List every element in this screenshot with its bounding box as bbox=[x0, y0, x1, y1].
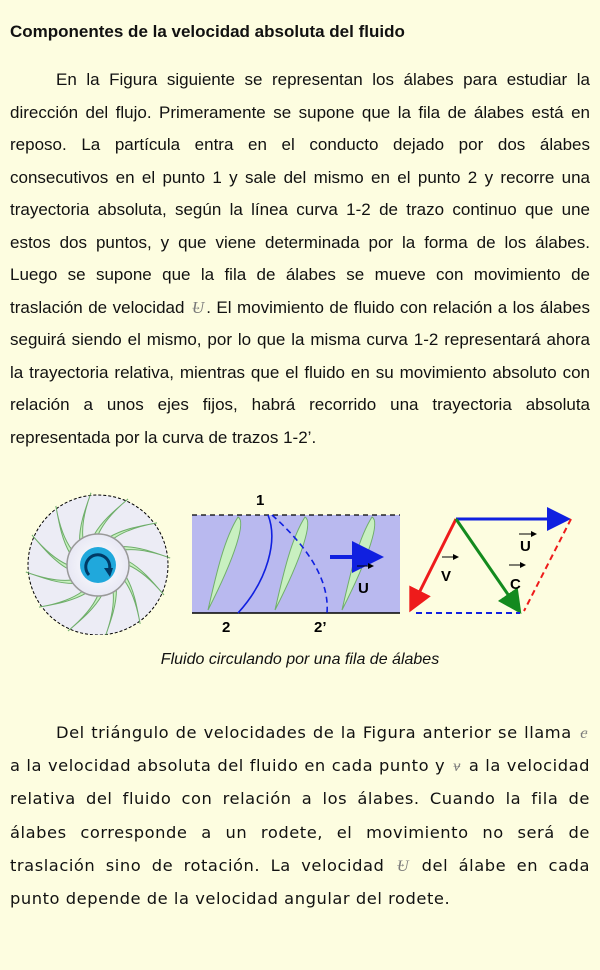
blade-figure: U 1 2 2’ U V C bbox=[25, 492, 572, 635]
label-point-2: 2 bbox=[222, 619, 230, 635]
para2-text-a: Del triángulo de velocidades de la Figur… bbox=[56, 723, 572, 742]
rotor-blade bbox=[127, 560, 165, 596]
label-point-1: 1 bbox=[256, 492, 264, 509]
relative-path-1-2 bbox=[237, 514, 273, 614]
label-v: V bbox=[441, 568, 451, 585]
vector-v-arrow bbox=[409, 518, 458, 613]
label-point-2-prime: 2’ bbox=[314, 619, 327, 635]
section-title: Componentes de la velocidad absoluta del… bbox=[10, 22, 405, 41]
figure-caption: Fluido circulando por una fila de álabes bbox=[160, 651, 440, 668]
label-u-blades: U bbox=[358, 580, 369, 597]
rotor-blade bbox=[67, 594, 103, 632]
rotor-blade bbox=[104, 588, 117, 635]
blade bbox=[274, 516, 309, 611]
rotor-blades bbox=[25, 492, 171, 635]
rotation-arrowhead-icon bbox=[104, 568, 113, 577]
rotor-blade bbox=[79, 492, 92, 542]
velocity-triangle: U V C bbox=[409, 507, 572, 614]
rotor-diagram bbox=[25, 492, 171, 635]
label-c: C bbox=[510, 576, 521, 593]
rotor-blade bbox=[121, 546, 171, 559]
vector-u-symbol: U bbox=[395, 856, 411, 875]
rotor-blade bbox=[93, 498, 129, 536]
vector-u-symbol: U bbox=[190, 298, 206, 317]
paragraph-intro: En la Figura siguiente se representan lo… bbox=[10, 64, 590, 454]
absolute-path-1-2p bbox=[271, 514, 328, 614]
para1-text-b: . El movimiento de fluido con relación a… bbox=[10, 297, 590, 447]
rotor-blade bbox=[108, 522, 158, 540]
dashed-v-line bbox=[523, 518, 572, 612]
para2-text-e: del álabe en cada punto depende de la ve… bbox=[10, 855, 591, 909]
blade-row-diagram: U 1 2 2’ bbox=[192, 492, 400, 635]
rotor-blade bbox=[55, 505, 73, 555]
blade bbox=[207, 516, 242, 611]
rotor-blade bbox=[38, 590, 88, 608]
para1-text-a: En la Figura siguiente se representan lo… bbox=[10, 70, 590, 317]
paragraph-triangle: Del triángulo de velocidades de la Figur… bbox=[10, 716, 590, 915]
rotation-arrow-icon bbox=[84, 553, 112, 577]
rotor-blade bbox=[31, 534, 69, 570]
vector-c-arrow bbox=[454, 518, 522, 614]
vector-v-symbol: v bbox=[451, 756, 463, 775]
para2-text-b: a la velocidad absoluta del fluido en ca… bbox=[10, 756, 446, 776]
vector-c-symbol: c bbox=[578, 723, 590, 742]
rotor-blade bbox=[25, 571, 75, 584]
label-u: U bbox=[520, 538, 531, 555]
rotor-blade bbox=[123, 575, 141, 625]
para2-text-d: a la velocidad relativa del fluido con r… bbox=[10, 756, 590, 875]
